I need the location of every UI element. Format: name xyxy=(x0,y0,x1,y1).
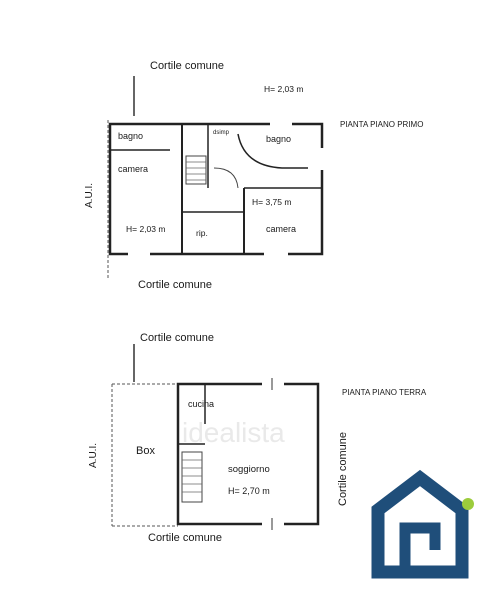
upper-height-left: H= 2,03 m xyxy=(126,224,165,234)
ground-outer-wall xyxy=(176,382,320,526)
upper-door-arc xyxy=(213,167,239,189)
upper-room-closet: rip. xyxy=(196,228,208,238)
upper-room-storage: dsimp xyxy=(213,130,230,136)
upper-plan-title: PIANTA PIANO PRIMO xyxy=(340,120,423,129)
upper-room-bedroom-left: camera xyxy=(118,164,148,174)
upper-side-label: A.U.I. xyxy=(84,183,95,208)
upper-floor-plan: Cortile comune PIANTA PIANO PRIMO H= 2,0… xyxy=(84,60,423,291)
ground-courtyard-bottom: Cortile comune xyxy=(148,532,222,544)
upper-height-mid: H= 3,75 m xyxy=(252,197,291,207)
ground-floor-plan: idealista Cortile comune PIANTA PIANO TE… xyxy=(88,332,427,544)
logo-house-inner xyxy=(399,522,441,572)
upper-bath-curve xyxy=(237,133,308,169)
upper-height-top: H= 2,03 m xyxy=(264,84,303,94)
upper-room-bathroom-right: bagno xyxy=(266,134,291,144)
upper-courtyard-top: Cortile comune xyxy=(150,60,224,72)
watermark-text: idealista xyxy=(182,417,285,448)
ground-kitchen-label: cucina xyxy=(188,399,214,409)
logo-accent-dot xyxy=(462,498,474,510)
upper-stair xyxy=(185,155,207,185)
upper-room-bedroom-right: camera xyxy=(266,224,296,234)
ground-side-label: A.U.I. xyxy=(88,443,99,468)
ground-stair xyxy=(181,451,203,503)
upper-room-bathroom-left: bagno xyxy=(118,131,143,141)
upper-outer-wall xyxy=(108,122,324,256)
house-logo-icon xyxy=(371,469,474,579)
upper-courtyard-bottom: Cortile comune xyxy=(138,279,212,291)
ground-height-label: H= 2,70 m xyxy=(228,486,270,496)
ground-garage-label: Box xyxy=(136,445,155,457)
logo-house-outer xyxy=(371,469,469,579)
ground-courtyard-top: Cortile comune xyxy=(140,332,214,344)
ground-courtyard-right: Cortile comune xyxy=(337,432,349,506)
ground-living-room-label: soggiorno xyxy=(228,464,270,475)
ground-plan-title: PIANTA PIANO TERRA xyxy=(342,388,427,397)
